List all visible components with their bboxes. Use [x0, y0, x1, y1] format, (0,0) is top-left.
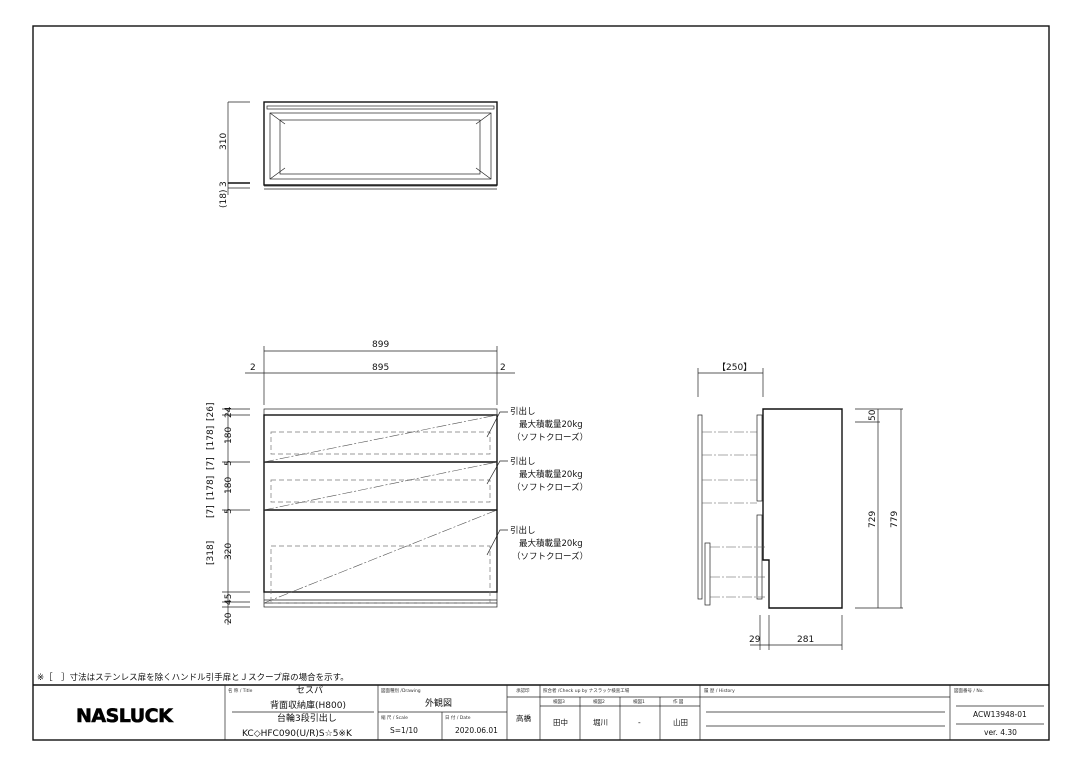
scale-label: 縮 尺 / Scale — [381, 714, 408, 721]
height-dim: 180 — [224, 427, 234, 444]
extension-dim: 【250】 — [717, 362, 752, 373]
check-header: 検図1 — [633, 698, 645, 705]
date-label: 日 付 / Date — [445, 714, 471, 721]
svg-text:最大積載量20kg: 最大積載量20kg — [519, 538, 583, 549]
check-header: 検図3 — [553, 698, 565, 705]
height-dim: 180 — [224, 477, 234, 494]
check-value: - — [638, 718, 641, 727]
right-side-dim: 2 — [500, 363, 506, 373]
check-label: 照合者 /Check up by ナスラック検査工場 — [543, 687, 630, 694]
number-label: 図面番号 / No. — [954, 687, 984, 694]
check-header: 検図2 — [593, 698, 605, 705]
height-dim: 20 — [224, 612, 234, 624]
overall-width-dim: 899 — [372, 340, 389, 350]
date-value: 2020.06.01 — [455, 726, 498, 735]
history-label: 履 歴 / History — [704, 688, 735, 694]
drawing-label: 図面種別 /Drawing — [381, 687, 421, 694]
front-offset-dim: 29 — [749, 635, 761, 645]
height-dim: 320 — [224, 543, 234, 560]
check-header: 作 図 — [673, 698, 684, 705]
left-side-dim: 2 — [250, 363, 256, 373]
svg-text:最大積載量20kg: 最大積載量20kg — [519, 469, 583, 480]
scale-value: S=1/10 — [390, 726, 418, 735]
nasluck-logo: NASLUCK — [76, 705, 175, 728]
bracket-height-dim: [318] — [206, 541, 216, 565]
height-dim: 5 — [224, 460, 234, 466]
sheet-border — [32, 25, 1050, 741]
title-label: 名 称 / Title — [228, 687, 253, 694]
bracket-height-dim: [7] — [206, 457, 216, 470]
drawer-note: 引出し 最大積載量20kg （ソフトクローズ） — [510, 456, 588, 493]
title-line4: KC◇HFC090(U/R)S☆5※K — [242, 729, 353, 739]
bracket-height-dim: [26] — [206, 403, 216, 421]
top-view: 310 3 (18) — [219, 101, 498, 208]
bracket-dimension-note: ※［ ］寸法はステンレス扉を除くハンドル引手扉とＪスクープ扉の場合を示す。 — [37, 672, 349, 683]
depth-dim: 281 — [797, 635, 814, 645]
front-view: 899 2 895 2 24 180 5 180 5 320 45 20 [26… — [206, 340, 515, 625]
svg-text:（ソフトクローズ）: （ソフトクローズ） — [512, 432, 588, 443]
svg-text:引出し: 引出し — [510, 406, 536, 417]
drawing-type: 外観図 — [425, 697, 452, 709]
bracket-height-dim: [178] — [206, 476, 216, 500]
svg-text:（ソフトクローズ）: （ソフトクローズ） — [512, 551, 588, 562]
version: ver. 4.30 — [984, 728, 1017, 737]
title-block — [224, 685, 1044, 740]
drawer-note: 引出し 最大積載量20kg （ソフトクローズ） — [510, 525, 588, 562]
side-view: 【250】 50 729 779 29 281 — [697, 362, 903, 650]
top-gap-dim: 3 — [219, 181, 229, 187]
bracket-height-dim: [7] — [206, 505, 216, 518]
svg-text:NASLUCK: NASLUCK — [76, 705, 174, 727]
top-dim: 50 — [868, 409, 878, 421]
height-dim: 24 — [224, 406, 234, 418]
inner-width-dim: 895 — [372, 363, 389, 373]
bracket-height-dim: [178] — [206, 426, 216, 450]
svg-text:引出し: 引出し — [510, 456, 536, 467]
overall-height-dim: 779 — [890, 511, 900, 528]
title-line1: セスパ — [296, 685, 323, 696]
svg-text:引出し: 引出し — [510, 525, 536, 536]
svg-text:最大積載量20kg: 最大積載量20kg — [519, 419, 583, 430]
drawing-number: ACW13948-01 — [973, 710, 1027, 719]
title-line3: 台輪3段引出し — [277, 712, 337, 724]
check-value: 山田 — [673, 717, 688, 727]
top-depth-dim: 310 — [219, 133, 229, 150]
approval-value: 高橋 — [516, 713, 531, 723]
svg-text:（ソフトクローズ）: （ソフトクローズ） — [512, 482, 588, 493]
drawer-note: 引出し 最大積載量20kg （ソフトクローズ） — [510, 406, 588, 443]
body-height-dim: 729 — [868, 511, 878, 528]
title-line2: 背面収納庫(H800) — [270, 699, 346, 711]
approval-label: 承認印 — [516, 687, 530, 694]
check-value: 堀川 — [593, 718, 608, 727]
height-dim: 5 — [224, 508, 234, 514]
top-offset-dim: (18) — [219, 190, 229, 208]
check-value: 田中 — [553, 717, 568, 727]
height-dim: 45 — [224, 594, 234, 605]
